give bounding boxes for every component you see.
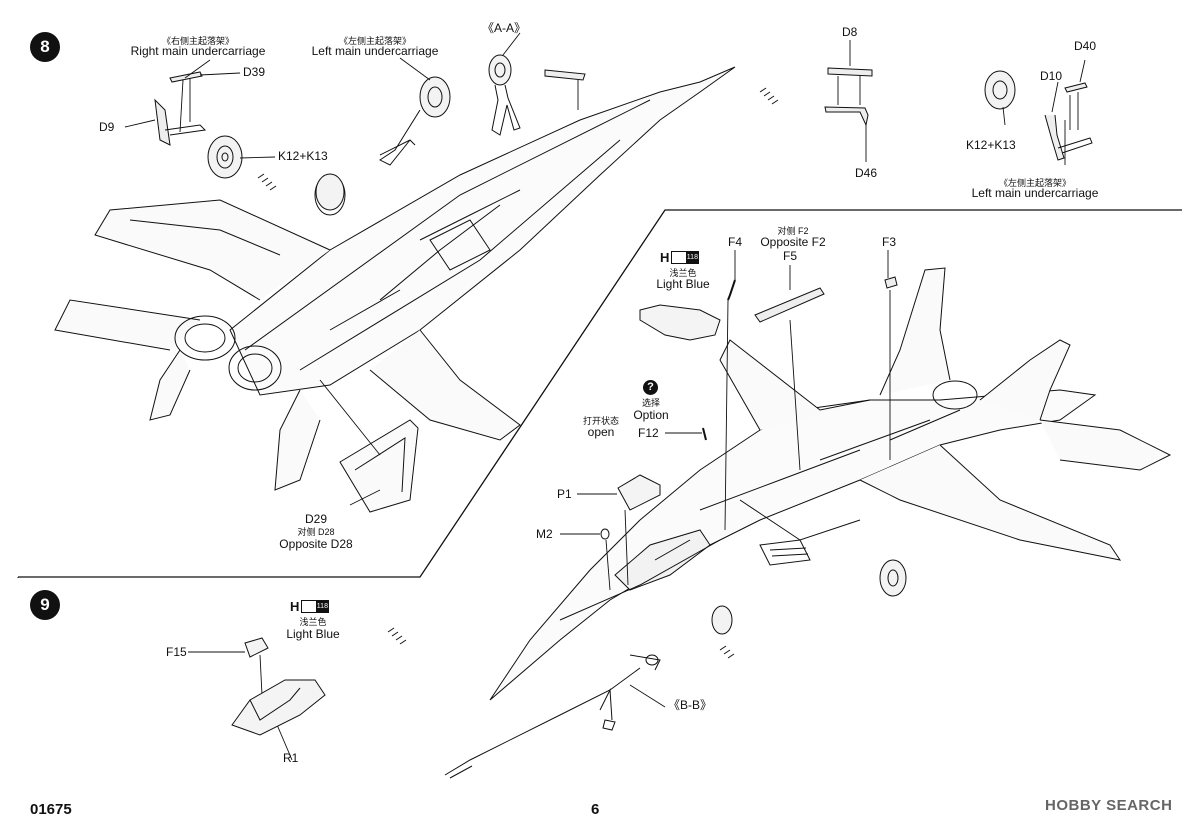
paint-letter: H [290,599,300,614]
part-d9: D9 [99,120,115,134]
left-undercarriage-right-parts [824,67,1093,161]
light-blue-cn-top: 浅兰色 [669,268,697,278]
part-k12-k13-left: K12+K13 [278,149,328,163]
part-d28-opposite: Opposite D28 [279,537,353,551]
paint-letter: H [660,250,670,265]
part-p1: P1 [557,487,572,501]
part-d28-cn: 对侧 D28 [297,527,335,537]
direction-arrows [257,87,779,659]
option-label: Option [633,408,669,422]
paint-code-h118-step9: H 118 [290,599,330,614]
left-undercarriage-parts [315,76,451,211]
section-bb-label: 《B-B》 [668,698,713,712]
right-undercarriage-parts [154,71,243,179]
section-aa-label: 《A-A》 [481,21,527,35]
part-f5: F5 [783,249,798,263]
page-number: 6 [591,801,600,818]
paint-code: 118 [316,601,329,612]
light-blue-label-step9: Light Blue [286,627,340,641]
panel-divider [18,209,1182,578]
paint-code-h118-top: H 118 [660,250,700,265]
leader-lines [124,32,1086,761]
jet-top-drawing [489,267,1172,701]
step-8-badge: 8 [30,32,60,62]
nose-gear-aa-detail [488,54,586,136]
part-f15: F15 [166,645,187,659]
part-d46: D46 [855,166,878,180]
part-k12-k13-right: K12+K13 [966,138,1016,152]
open-label: open [587,425,615,439]
part-r1: R1 [283,751,299,765]
watermark: HOBBY SEARCH [1045,797,1173,814]
left-main-undercarriage-cn: 《左侧主起落架》 [338,36,412,46]
part-m2: M2 [536,527,553,541]
right-main-undercarriage-label: Right main undercarriage [130,44,266,58]
right-view-parts [600,276,898,540]
left-main-undercarriage-label: Left main undercarriage [311,44,439,58]
jet-underside-drawing [54,66,736,491]
nose-gear-bb-detail [444,654,661,779]
option-question-icon: ? [643,380,658,395]
left-main-undercarriage-cn-2: 《左侧主起落架》 [998,178,1072,188]
d29-panel [339,419,419,513]
part-d8: D8 [842,25,858,39]
part-f2-opposite: Opposite F2 [760,235,826,249]
part-d40: D40 [1074,39,1097,53]
kit-code: 01675 [30,801,72,818]
paint-code: 118 [686,252,699,263]
part-d10: D10 [1040,69,1063,83]
step9-parts [231,637,326,736]
part-f2-cn: 对侧 F2 [777,226,809,236]
part-f12: F12 [638,426,659,440]
step-9-badge: 9 [30,590,60,620]
paint-swatch: 118 [301,600,330,613]
left-main-undercarriage-label-2: Left main undercarriage [971,186,1099,200]
part-d29: D29 [304,512,328,526]
light-blue-cn-step9: 浅兰色 [299,617,327,627]
option-cn: 选择 [641,398,661,408]
part-f4: F4 [728,235,743,249]
part-d39: D39 [243,65,266,79]
light-blue-label-top: Light Blue [656,277,710,291]
right-main-undercarriage-cn: 《右侧主起落架》 [161,36,235,46]
part-f3: F3 [882,235,897,249]
open-cn: 打开状态 [582,416,620,426]
paint-swatch: 118 [671,251,700,264]
